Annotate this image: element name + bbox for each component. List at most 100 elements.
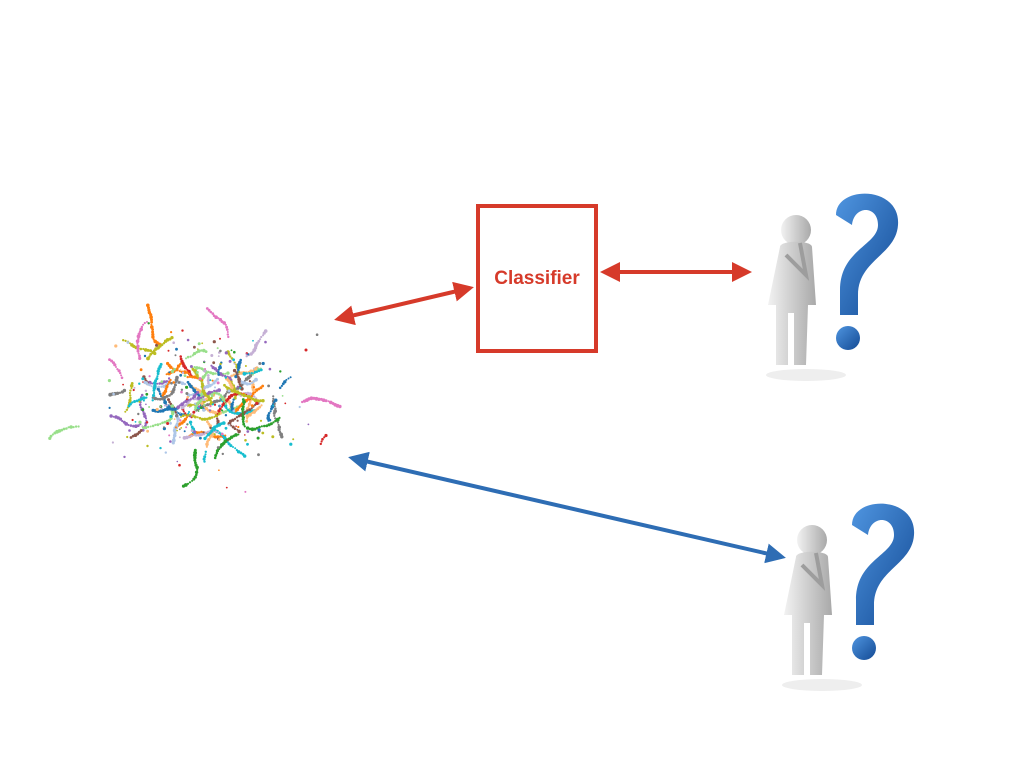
cloud-point	[197, 348, 199, 350]
cloud-point	[231, 425, 235, 429]
cloud-point	[134, 424, 138, 429]
cloud-point	[170, 392, 173, 396]
cloud-point	[195, 473, 198, 477]
cloud-point	[159, 422, 162, 425]
cloud-point	[110, 359, 114, 363]
cloud-point	[206, 378, 210, 383]
cloud-point	[236, 373, 239, 376]
cloud-point	[159, 446, 162, 450]
cloud-point	[272, 397, 275, 400]
cloud-point	[247, 405, 250, 408]
cloud-point	[122, 420, 126, 424]
cloud-point	[245, 355, 248, 358]
cloud-point	[189, 365, 193, 368]
cloud-point	[194, 470, 199, 474]
cloud-point	[108, 358, 111, 361]
cloud-point	[319, 442, 322, 446]
cloud-point	[179, 369, 182, 372]
cloud-point	[169, 414, 173, 419]
cloud-point	[216, 419, 220, 423]
cloud-point	[250, 404, 254, 408]
cloud-point	[255, 401, 259, 405]
cloud-point	[166, 422, 170, 425]
cloud-point	[172, 428, 177, 433]
cloud-point	[138, 420, 142, 424]
cloud-point	[217, 438, 221, 441]
cloud-point	[232, 446, 234, 448]
cloud-point	[112, 392, 115, 396]
cloud-point	[227, 335, 230, 339]
cloud-point	[149, 425, 152, 428]
cloud-point	[206, 440, 209, 444]
cloud-point	[261, 334, 265, 337]
cloud-point	[194, 402, 197, 405]
cloud-point	[225, 392, 228, 395]
cloud-point	[230, 402, 234, 407]
cloud-point	[256, 436, 260, 440]
cloud-point	[241, 398, 245, 401]
cloud-point	[194, 435, 196, 437]
cloud-point	[244, 377, 249, 381]
cloud-point	[160, 407, 163, 410]
cloud-point	[188, 411, 190, 413]
cloud-point	[176, 405, 180, 410]
cloud-point	[205, 442, 209, 447]
cloud-point	[231, 418, 235, 422]
thinking-person-question-mark-icon	[766, 193, 899, 381]
cloud-point	[187, 412, 190, 415]
cloud-point	[280, 384, 283, 387]
cloud-point	[261, 384, 265, 388]
cloud-point	[179, 436, 181, 439]
cloud-point	[250, 394, 254, 398]
cloud-point	[122, 383, 124, 386]
cloud-point	[133, 386, 136, 389]
cloud-point	[136, 349, 140, 353]
cloud-point	[165, 407, 170, 411]
cloud-point	[232, 393, 236, 396]
cloud-point	[145, 421, 149, 424]
cloud-point	[224, 351, 228, 355]
cloud-point	[237, 429, 241, 434]
cloud-point	[241, 380, 245, 384]
cloud-point	[220, 395, 225, 400]
cloud-point	[123, 455, 126, 459]
cloud-point	[144, 389, 148, 392]
cloud-point	[216, 381, 220, 385]
cloud-point	[118, 391, 122, 394]
cloud-point	[174, 426, 177, 429]
cloud-point	[129, 396, 132, 400]
cloud-point	[230, 374, 233, 378]
cloud-point	[185, 416, 189, 419]
cloud-point	[238, 391, 242, 395]
cloud-point	[153, 396, 158, 401]
cloud-point	[324, 433, 328, 438]
cloud-point	[108, 406, 111, 409]
cloud-point	[205, 307, 209, 310]
cloud-point	[129, 384, 134, 388]
cloud-point	[214, 372, 217, 375]
cloud-point	[130, 382, 134, 385]
cloud-point	[277, 425, 282, 430]
cloud-point	[289, 442, 293, 446]
cloud-point	[151, 332, 155, 337]
cloud-point	[225, 406, 228, 410]
cloud-point	[169, 440, 172, 443]
cloud-point	[184, 399, 188, 403]
cloud-point	[274, 417, 277, 420]
cloud-point	[206, 433, 210, 437]
cloud-point	[216, 446, 220, 449]
cloud-point	[214, 454, 218, 457]
cloud-point	[180, 390, 183, 394]
cloud-point	[338, 404, 342, 409]
cloud-point	[186, 380, 190, 384]
cloud-point	[114, 415, 118, 419]
cloud-point	[225, 486, 228, 489]
cloud-point	[159, 362, 163, 366]
cloud-point	[215, 389, 219, 393]
cloud-point	[225, 325, 229, 329]
cloud-point	[213, 456, 217, 460]
cloud-point	[179, 355, 182, 358]
cloud-point	[212, 361, 216, 365]
cloud-point	[192, 352, 197, 356]
cloud-point	[168, 407, 172, 411]
